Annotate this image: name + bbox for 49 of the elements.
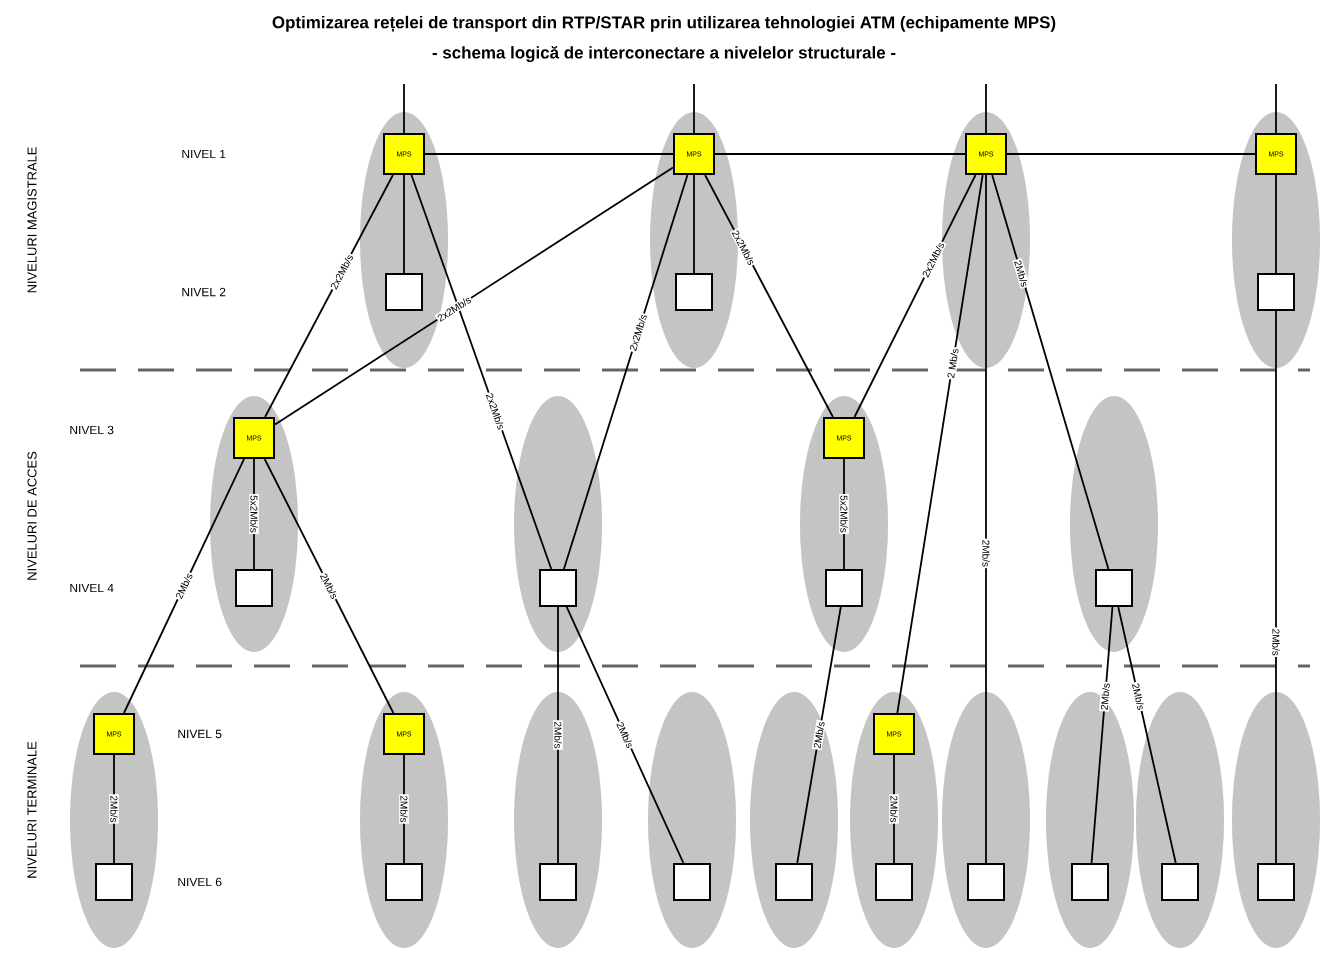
- terminal-box: [673, 863, 711, 901]
- connection-line: [264, 174, 394, 418]
- terminal-box: [967, 863, 1005, 901]
- connection-line: [1275, 83, 1277, 134]
- connection-line: [693, 174, 695, 274]
- subtitle: - schema logică de interconectare a nivelelor structurale -: [432, 45, 896, 62]
- terminal-box: [235, 569, 273, 607]
- title: Optimizarea rețelei de transport din RTP/STAR prin utilizarea tehnologiei ATM (echipamente MPS): [272, 15, 1056, 33]
- connection-line: [557, 606, 559, 864]
- terminal-box: [1257, 863, 1295, 901]
- terminal-box: [95, 863, 133, 901]
- connection-line: [693, 83, 695, 134]
- terminal-box: [775, 863, 813, 901]
- terminal-box: [875, 863, 913, 901]
- connection-line: [1117, 606, 1177, 864]
- connection-line: [403, 174, 405, 274]
- connection-line: [1090, 606, 1114, 864]
- terminal-box: [1161, 863, 1199, 901]
- connection-line: [403, 754, 405, 864]
- connection-line: [410, 174, 553, 570]
- terminal-box: [539, 569, 577, 607]
- connection-line: [893, 754, 895, 864]
- terminal-box: [1071, 863, 1109, 901]
- terminal-box: [825, 569, 863, 607]
- terminal-box: [675, 273, 713, 311]
- connection-line: [985, 174, 987, 864]
- connection-line: [853, 174, 977, 418]
- terminal-box: [539, 863, 577, 901]
- connection-line: [991, 174, 1110, 570]
- connection-line: [1275, 310, 1277, 864]
- terminal-box: [1257, 273, 1295, 311]
- connection-line: [714, 153, 966, 155]
- connection-line: [1275, 174, 1277, 274]
- connection-line: [263, 458, 395, 714]
- connection-line: [424, 153, 674, 155]
- connection-line: [1006, 153, 1256, 155]
- connection-line: [704, 174, 834, 418]
- connection-line: [985, 83, 987, 134]
- connection-line: [274, 166, 674, 426]
- connection-line: [896, 174, 984, 714]
- terminal-box: [1095, 569, 1133, 607]
- terminal-box: [385, 273, 423, 311]
- connection-line: [796, 606, 842, 864]
- connection-line: [113, 754, 115, 864]
- terminal-box: [385, 863, 423, 901]
- connection-line: [123, 458, 245, 714]
- connection-line: [565, 606, 685, 864]
- connection-line: [403, 83, 405, 134]
- connection-line: [563, 174, 689, 570]
